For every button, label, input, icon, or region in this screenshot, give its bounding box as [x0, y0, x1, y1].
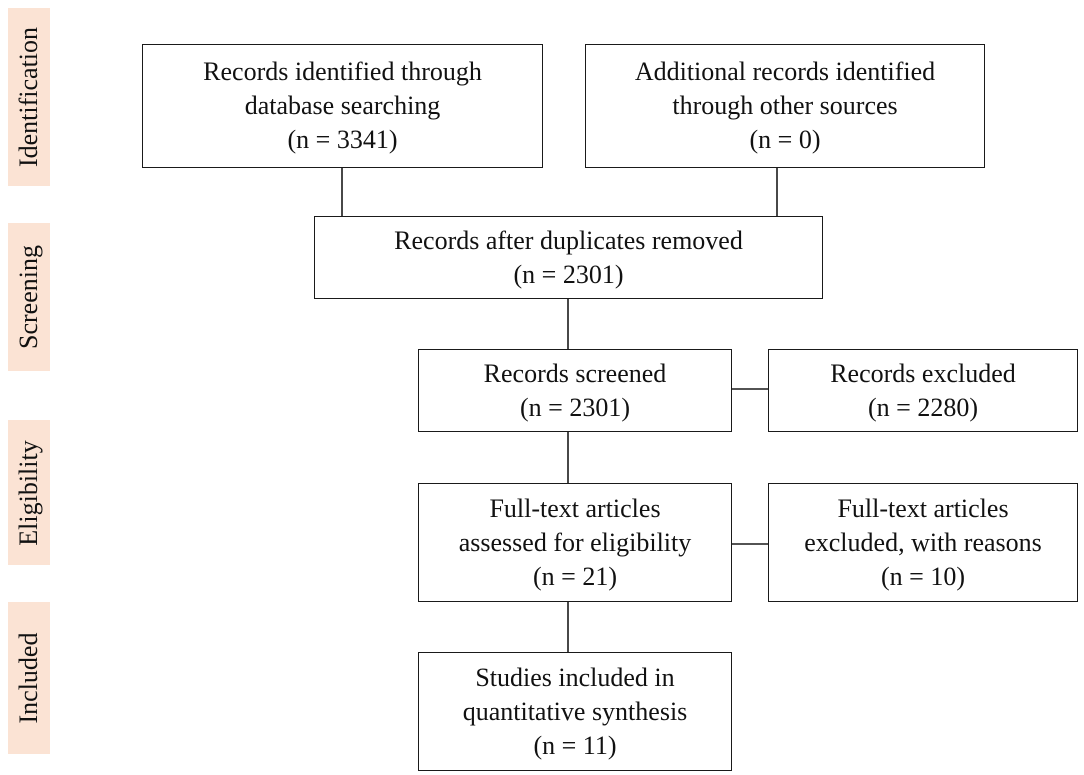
box-records-excluded: Records excluded (n = 2280)	[768, 349, 1078, 432]
box-database-records-line1: Records identified through	[203, 57, 482, 86]
box-records-screened-line1: Records screened	[483, 358, 667, 388]
box-studies-included-line2: quantitative synthesis	[462, 696, 688, 726]
box-records-excluded-line1: Records excluded	[830, 358, 1016, 388]
box-after-duplicates-line1: Records after duplicates removed	[394, 225, 743, 255]
box-fulltext-assessed-line1: Full-text articles	[489, 493, 661, 523]
box-other-records: Additional records identified through ot…	[585, 44, 985, 168]
phase-included: Included	[8, 602, 50, 754]
box-database-records-line2: database searching	[244, 91, 441, 120]
box-records-excluded-count: (n = 2280)	[868, 392, 978, 422]
box-fulltext-excluded: Full-text articles excluded, with reason…	[768, 483, 1078, 602]
box-database-records: Records identified through database sear…	[142, 44, 543, 168]
box-fulltext-assessed-line2: assessed for eligibility	[458, 527, 692, 557]
box-fulltext-excluded-line2: excluded, with reasons	[804, 527, 1042, 557]
box-database-records-count: (n = 3341)	[287, 125, 398, 154]
box-after-duplicates: Records after duplicates removed (n = 23…	[314, 216, 823, 299]
phase-screening: Screening	[8, 223, 50, 371]
box-fulltext-excluded-count: (n = 10)	[881, 561, 965, 591]
box-other-records-line1: Additional records identified	[634, 57, 936, 86]
phase-identification: Identification	[8, 8, 50, 186]
box-studies-included-count: (n = 11)	[533, 730, 617, 760]
box-after-duplicates-count: (n = 2301)	[513, 259, 624, 289]
box-studies-included: Studies included in quantitative synthes…	[418, 652, 732, 771]
box-records-screened: Records screened (n = 2301)	[418, 349, 732, 432]
box-fulltext-assessed-count: (n = 21)	[533, 561, 617, 591]
box-other-records-line2: through other sources	[672, 91, 898, 120]
box-other-records-count: (n = 0)	[749, 125, 821, 154]
phase-eligibility: Eligibility	[8, 420, 50, 565]
box-records-screened-count: (n = 2301)	[520, 392, 630, 422]
box-fulltext-assessed: Full-text articles assessed for eligibil…	[418, 483, 732, 602]
box-studies-included-line1: Studies included in	[475, 662, 675, 692]
box-fulltext-excluded-line1: Full-text articles	[837, 493, 1009, 523]
